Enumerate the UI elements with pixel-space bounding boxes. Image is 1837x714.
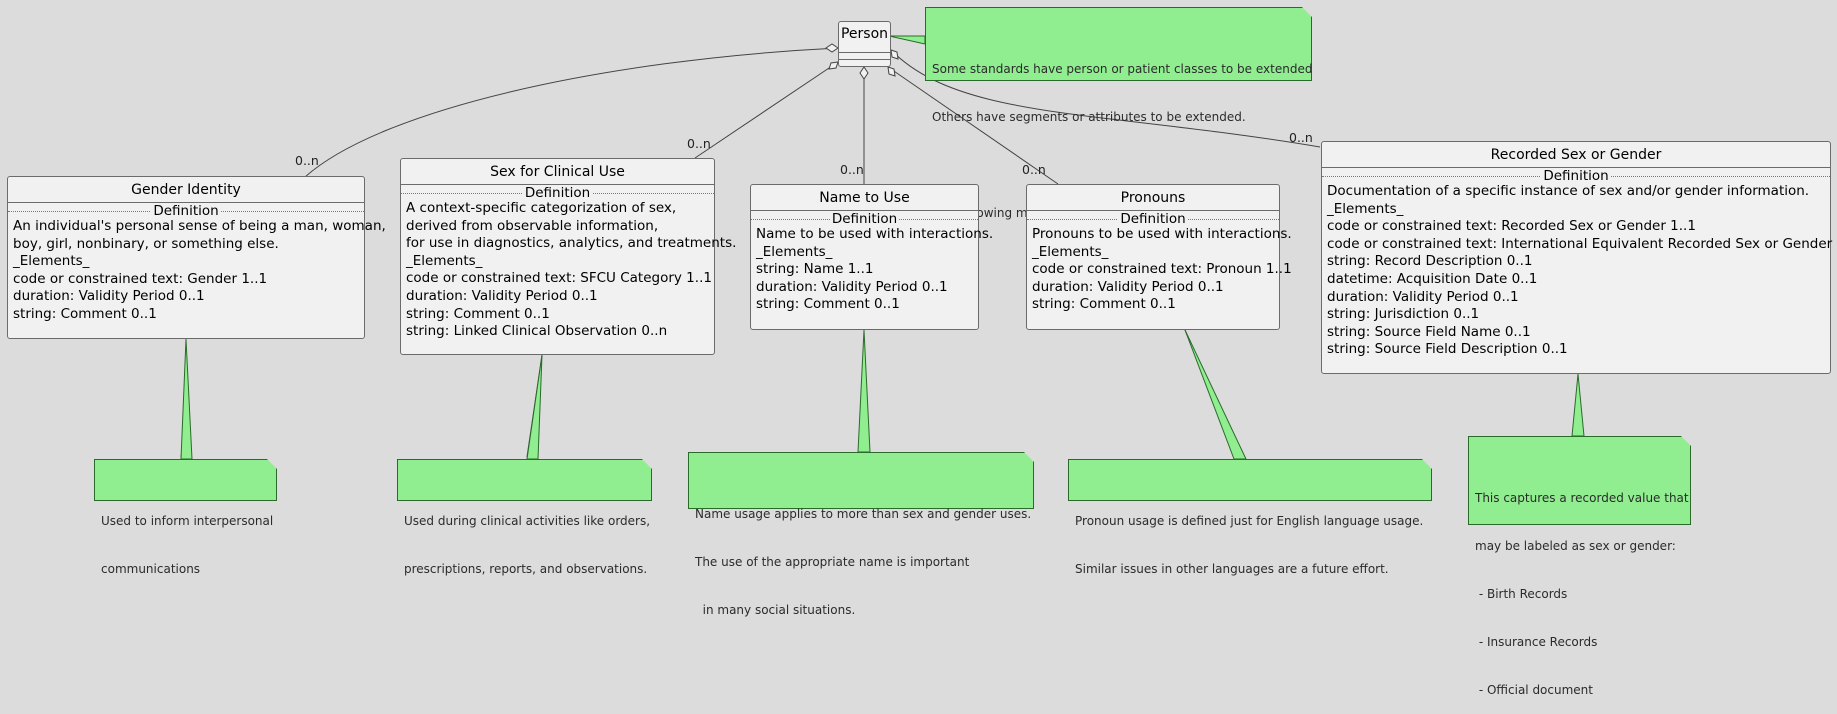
attribute-line: Documentation of a specific instance of …	[1327, 183, 1810, 199]
aggregation-diamond	[825, 43, 839, 53]
attribute-line: _Elements_	[13, 253, 90, 270]
multiplicity-label: 0..n	[840, 162, 864, 177]
attribute-line: string: Comment 0..1	[406, 305, 550, 322]
attribute-line: string: Source Field Name 0..1	[1327, 323, 1531, 340]
attribute-line: An individual's personal sense of being …	[13, 218, 386, 234]
attribute-line: _Elements_	[406, 252, 483, 269]
edge-recorded-sex-or-gender	[890, 49, 1321, 148]
attribute-line: string: Source Field Description 0..1	[1327, 341, 1568, 358]
note-recorded-sex-or-gender: This captures a recorded value that may …	[1468, 436, 1691, 697]
attribute-line: string: Comment 0..1	[1032, 296, 1176, 313]
attribute-line: string: Jurisdiction 0..1	[1327, 306, 1480, 323]
section-label: Definition	[1541, 168, 1611, 184]
attribute-line: _Elements_	[1032, 243, 1109, 260]
section-label: Definition	[522, 185, 593, 201]
class-title: Name to Use	[751, 185, 978, 211]
class-sex-for-clinical-use[interactable]: Sex for Clinical Use Definition A contex…	[400, 158, 737, 355]
section-label: Definition	[1118, 211, 1188, 227]
multiplicity-label: 0..n	[295, 153, 319, 168]
note-line: - Insurance Records	[1475, 635, 1598, 649]
relationship-lines	[180, 35, 1585, 460]
class-title: Sex for Clinical Use	[401, 159, 714, 185]
note-sex-for-clinical-use: Used during clinical activities like ord…	[397, 459, 652, 576]
note-line: Others have segments or attributes to be…	[932, 110, 1246, 124]
section-label: Definition	[151, 203, 221, 219]
attribute-line: duration: Validity Period 0..1	[756, 278, 948, 295]
attribute-line: duration: Validity Period 0..1	[1032, 278, 1224, 295]
class-title: Recorded Sex or Gender	[1322, 142, 1830, 168]
person-class[interactable]: Person	[838, 21, 891, 67]
person-note: Some standards have person or patient cl…	[925, 7, 1313, 220]
aggregation-diamond	[828, 61, 839, 70]
attribute-line: code or constrained text: Pronoun 1..1	[1032, 261, 1292, 278]
note-gender-identity: Used to inform interpersonal communicati…	[94, 459, 277, 576]
note-line: Similar issues in other languages are a …	[1075, 562, 1389, 576]
note-line: Some standards have person or patient cl…	[932, 62, 1313, 76]
attribute-line: Pronouns to be used with interactions.	[1032, 226, 1292, 242]
attribute-line: _Elements_	[1327, 200, 1404, 217]
multiplicity-label: 0..n	[1289, 130, 1313, 145]
attribute-line: string: Record Description 0..1	[1327, 253, 1533, 270]
attribute-line: code or constrained text: SFCU Category …	[406, 270, 712, 287]
attribute-line: for use in diagnostics, analytics, and t…	[406, 235, 737, 252]
attribute-line: string: Linked Clinical Observation 0..n	[406, 323, 668, 340]
class-recorded-sex-or-gender[interactable]: Recorded Sex or Gender Definition Docume…	[1321, 141, 1837, 374]
attribute-line: derived from observable information,	[406, 217, 659, 234]
note-line: in many social situations.	[695, 603, 856, 617]
class-name-to-use[interactable]: Name to Use Definition Name to be used w…	[750, 184, 994, 330]
note-line: Pronoun usage is defined just for Englis…	[1075, 514, 1424, 528]
note-line: prescriptions, reports, and observations…	[404, 562, 648, 576]
attribute-line: _Elements_	[756, 243, 833, 260]
note-pronouns: Pronoun usage is defined just for Englis…	[1068, 459, 1432, 576]
attribute-line: duration: Validity Period 0..1	[1327, 288, 1519, 305]
note-line: - Birth Records	[1475, 587, 1568, 601]
attribute-line: string: Name 1..1	[756, 261, 874, 278]
note-line: Used during clinical activities like ord…	[404, 514, 651, 528]
attribute-line: A context-specific categorization of sex…	[406, 200, 677, 216]
attribute-line: code or constrained text: Recorded Sex o…	[1327, 218, 1696, 235]
attribute-line: datetime: Acquisition Date 0..1	[1327, 270, 1538, 287]
attribute-line: Name to be used with interactions.	[756, 226, 994, 242]
multiplicity-label: 0..n	[1022, 162, 1046, 177]
note-line: Name usage applies to more than sex and …	[695, 507, 1032, 521]
class-title: Pronouns	[1027, 185, 1279, 211]
section-label: Definition	[829, 211, 900, 227]
attribute-line: boy, girl, nonbinary, or something else.	[13, 235, 279, 252]
note-name-to-use: Name usage applies to more than sex and …	[688, 452, 1034, 617]
note-line: Used to inform interpersonal	[101, 514, 274, 528]
class-pronouns[interactable]: Pronouns Definition Pronouns to be used …	[1026, 184, 1292, 330]
edge-gender-identity	[304, 47, 839, 178]
attribute-line: code or constrained text: International …	[1327, 235, 1837, 252]
note-line: This captures a recorded value that	[1475, 491, 1689, 505]
aggregation-diamond	[887, 66, 896, 77]
attribute-line: string: Comment 0..1	[13, 305, 157, 322]
attribute-line: code or constrained text: Gender 1..1	[13, 270, 268, 287]
aggregation-diamond	[859, 66, 869, 80]
class-gender-identity[interactable]: Gender Identity Definition An individual…	[7, 176, 386, 339]
note-line: The use of the appropriate name is impor…	[695, 555, 970, 569]
edge-pronouns	[887, 66, 1059, 185]
person-class-title: Person	[840, 26, 889, 42]
attribute-line: string: Comment 0..1	[756, 296, 900, 313]
note-line: communications	[101, 562, 201, 576]
multiplicity-label: 0..n	[687, 136, 711, 151]
note-line: - Official document	[1475, 683, 1593, 697]
attribute-line: duration: Validity Period 0..1	[406, 287, 598, 304]
note-line: may be labeled as sex or gender:	[1475, 539, 1676, 553]
attribute-line: duration: Validity Period 0..1	[13, 288, 205, 305]
aggregation-diamond	[890, 49, 899, 60]
edge-sex-for-clinical-use	[694, 61, 839, 159]
class-title: Gender Identity	[8, 177, 364, 203]
